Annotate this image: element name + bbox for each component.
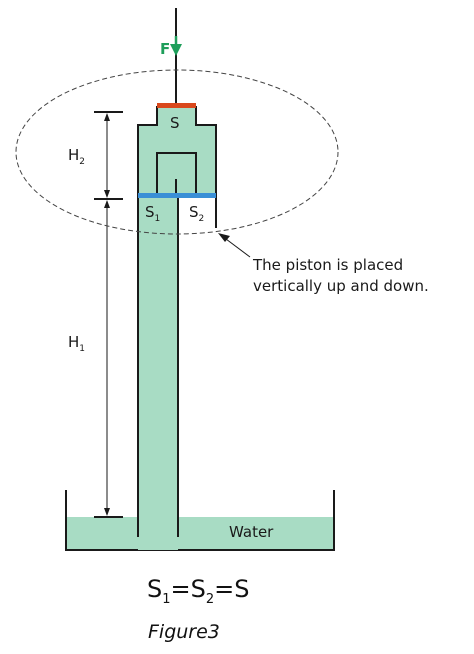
force-arrow-head — [170, 44, 182, 56]
h1-label: H1 — [68, 333, 85, 354]
note-line-1: The piston is placed — [252, 256, 403, 274]
pipe-water — [138, 196, 178, 550]
chamber-wall-left — [137, 106, 158, 196]
bottom-piston — [138, 193, 216, 198]
h1-arrow-top — [104, 200, 110, 208]
water-label: Water — [229, 523, 274, 541]
water-tank — [65, 490, 335, 551]
dashed-ellipse — [15, 69, 339, 235]
h2-arrow-top — [104, 113, 110, 121]
h2-label: H2 — [68, 146, 85, 167]
s2-label: S2 — [189, 203, 204, 224]
force-label: F — [160, 40, 170, 58]
s1-label: S1 — [145, 203, 160, 224]
top-piston — [157, 103, 196, 108]
chamber-wall-right — [195, 106, 217, 228]
h1-arrow-bottom — [104, 508, 110, 516]
inner-tube — [156, 152, 197, 196]
tank-water — [66, 517, 334, 550]
figure-caption: Figure3 — [148, 621, 220, 643]
h2-arrow-bottom — [104, 190, 110, 198]
area-equation: S1=S2=S — [147, 575, 249, 607]
top-piston-label: S — [170, 114, 180, 132]
note-line-2: vertically up and down. — [253, 277, 429, 295]
note-arrow-head — [218, 233, 230, 242]
